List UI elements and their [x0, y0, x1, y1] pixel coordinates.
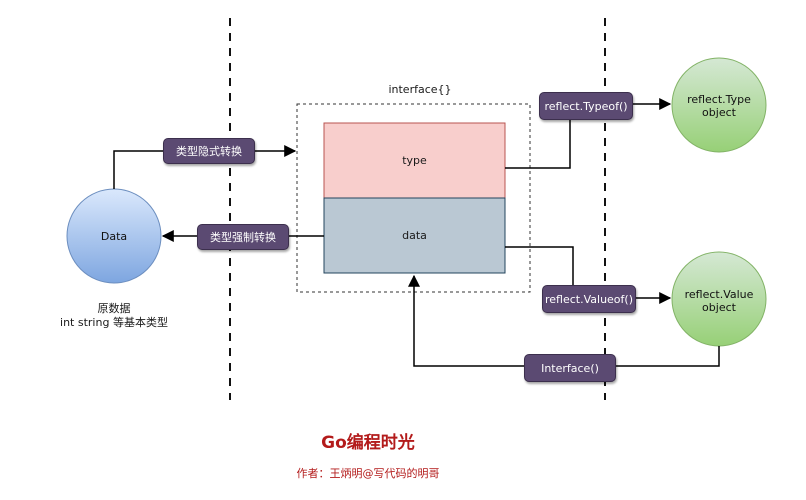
type-object-line1: reflect.Type: [687, 93, 751, 106]
interface-container-label: interface{}: [388, 83, 452, 96]
reflect-valueof-pill[interactable]: reflect.Valueof(): [542, 285, 636, 313]
data-caption-line1: 原数据: [97, 302, 131, 315]
data-box: [323, 197, 506, 274]
type-box: [323, 122, 506, 199]
value-object-line1: reflect.Value: [684, 288, 754, 301]
implicit-conversion-pill[interactable]: 类型隐式转换: [163, 138, 255, 164]
interface-container: [296, 103, 531, 293]
data-circle-label: Data: [100, 230, 128, 243]
footer-title: Go编程时光: [321, 433, 415, 453]
type-object-circle: [671, 57, 767, 153]
type-object-line2: object: [702, 106, 736, 119]
explicit-conversion-pill[interactable]: 类型强制转换: [197, 224, 289, 250]
data-caption-line2: int string 等基本类型: [60, 316, 168, 329]
value-object-label: reflect.Value object: [672, 288, 766, 314]
type-box-label: type: [402, 154, 427, 167]
footer-author: 作者：王炳明@写代码的明哥: [296, 467, 440, 480]
interface-method-pill[interactable]: Interface(): [524, 354, 616, 382]
value-object-line2: object: [702, 301, 736, 314]
type-object-label: reflect.Type object: [672, 93, 766, 119]
data-box-label: data: [402, 229, 427, 242]
reflect-typeof-pill[interactable]: reflect.Typeof(): [539, 92, 633, 120]
